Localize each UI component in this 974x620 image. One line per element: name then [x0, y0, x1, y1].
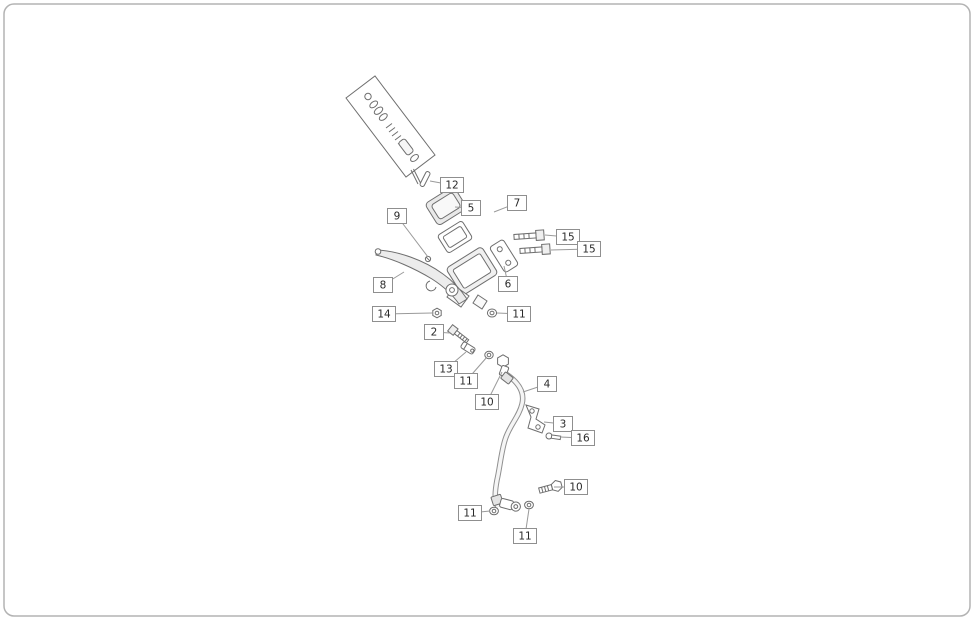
callout-number: 14 [377, 309, 391, 321]
clamp-bolt-upper [513, 229, 545, 241]
page-border [3, 3, 971, 617]
circlip-icon [364, 92, 372, 101]
handlebar-clamp [489, 239, 519, 273]
spring-icon [385, 123, 405, 145]
callout-number: 13 [439, 364, 452, 376]
clamp-bolt-lower [519, 243, 551, 255]
callout-11: 11 [458, 505, 491, 521]
callout-15: 15 [544, 229, 580, 245]
callout-box [454, 373, 478, 389]
callout-number: 7 [514, 198, 521, 210]
callout-15: 15 [550, 241, 601, 257]
callout-number: 6 [505, 279, 512, 291]
callout-11: 11 [454, 356, 488, 389]
callout-box [507, 306, 531, 322]
reservoir-cap [425, 186, 467, 226]
callout-box [498, 276, 518, 292]
pivot-nut [432, 307, 442, 319]
callout-11: 11 [496, 306, 531, 322]
callout-box [434, 361, 458, 377]
callout-number: 10 [569, 482, 582, 494]
callout-box [424, 324, 444, 340]
piston-repair-kit [345, 75, 436, 178]
callout-box [373, 277, 393, 293]
callout-box [372, 306, 396, 322]
callout-box [556, 229, 580, 245]
callout-box [507, 195, 527, 211]
callout-box [475, 394, 499, 410]
callout-14: 14 [372, 306, 433, 322]
callout-12: 12 [429, 177, 464, 193]
callout-box [553, 416, 573, 432]
reservoir-diaphragm [437, 221, 473, 253]
callout-number: 16 [576, 433, 590, 445]
piston-icon [398, 138, 414, 156]
callout-4: 4 [522, 376, 557, 393]
callout-number: 12 [445, 180, 458, 192]
callout-box [564, 479, 588, 495]
callout-number: 10 [480, 397, 493, 409]
callout-11: 11 [513, 508, 537, 544]
callouts-layer: 12 5 7 9 15 15 8 6 14 11 2 13 11 10 4 3 16 10 11 11 [372, 177, 601, 544]
callout-3: 3 [543, 416, 573, 432]
callout-9: 9 [387, 208, 429, 258]
callout-7: 7 [493, 195, 527, 213]
callout-number: 5 [468, 203, 475, 215]
callout-13: 13 [434, 351, 467, 377]
callout-number: 15 [582, 244, 595, 256]
callout-number: 15 [561, 232, 574, 244]
callout-number: 11 [463, 508, 476, 520]
callout-box [577, 241, 601, 257]
washer-union [484, 350, 494, 360]
callout-number: 11 [518, 531, 531, 543]
hose-clamp-bracket [525, 404, 546, 434]
callout-box [387, 208, 407, 224]
washer-upper [486, 308, 498, 318]
banjo-bolt-bottom [538, 479, 563, 494]
brake-lever [374, 248, 468, 305]
callout-6: 6 [498, 265, 518, 292]
lever-pivot-screw [424, 255, 432, 263]
callout-box [461, 200, 481, 216]
switch-pin [460, 341, 476, 355]
parts-layer [345, 75, 563, 516]
callout-box [537, 376, 557, 392]
callout-box [571, 430, 595, 446]
callout-5: 5 [454, 200, 481, 216]
bracket-screw [545, 432, 562, 441]
callout-number: 8 [380, 280, 387, 292]
callout-16: 16 [559, 430, 595, 446]
callout-number: 3 [560, 419, 567, 431]
callout-number: 11 [512, 309, 525, 321]
callout-number: 2 [431, 327, 438, 339]
callout-number: 11 [459, 376, 472, 388]
hose-banjo-eye [499, 498, 521, 512]
callout-number: 4 [544, 379, 551, 391]
pivot-bolt [446, 323, 470, 344]
washer-caliper-left [489, 506, 499, 516]
callout-box [440, 177, 464, 193]
callout-10: 10 [475, 371, 503, 410]
callout-number: 9 [394, 211, 401, 223]
callout-10: 10 [554, 479, 588, 495]
callout-box [458, 505, 482, 521]
washer-caliper-right [524, 500, 534, 510]
callout-2: 2 [424, 324, 451, 340]
callout-box [513, 528, 537, 544]
master-cylinder-body [446, 247, 498, 310]
callout-8: 8 [373, 271, 405, 293]
brake-hose [490, 371, 526, 512]
spring-pin [410, 168, 431, 187]
